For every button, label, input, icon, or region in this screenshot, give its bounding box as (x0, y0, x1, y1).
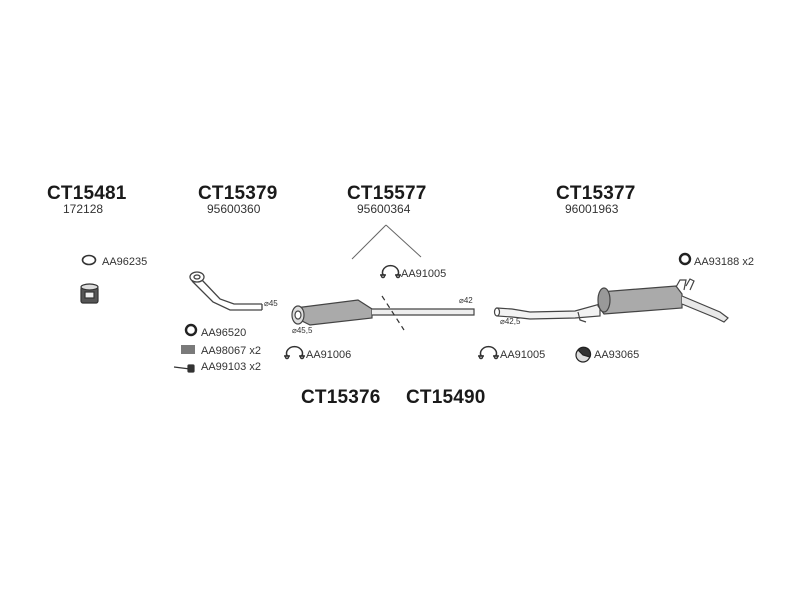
ring-icon-aa93188 (678, 252, 692, 266)
dim-d42-5: ⌀42,5 (500, 317, 521, 326)
label-aa98067: AA98067 x2 (201, 345, 261, 357)
label-aa93188: AA93188 x2 (694, 256, 754, 268)
label-aa96235: AA96235 (102, 256, 148, 268)
label-aa99103: AA99103 x2 (201, 361, 261, 373)
bolt-icon-aa99103 (173, 364, 195, 373)
rubber-bush-icon (80, 283, 99, 304)
bottom-code-ct15490: CT15490 (406, 387, 486, 408)
group-code-ct15481: CT15481 (47, 183, 127, 204)
group-number-95600364: 95600364 (357, 202, 411, 216)
mount-icon-aa93065 (575, 346, 592, 363)
cut-line (381, 295, 405, 331)
spring-icon-aa98067 (181, 345, 195, 354)
group-code-ct15379: CT15379 (198, 183, 278, 204)
group-number-96001963: 96001963 (565, 202, 619, 216)
group-number-95600360: 95600360 (207, 202, 261, 216)
group-code-ct15577: CT15577 (347, 183, 427, 204)
bracket-lines (351, 224, 422, 260)
label-aa91006: AA91006 (306, 349, 352, 361)
dim-d45-5: ⌀45,5 (292, 326, 313, 335)
gasket-icon-aa96235 (81, 254, 97, 266)
gasket-ring-icon-aa96520 (184, 323, 198, 337)
label-aa91005-center: AA91005 (401, 268, 447, 280)
rear-silencer-icon (493, 278, 729, 323)
bottom-code-ct15376: CT15376 (301, 387, 381, 408)
label-aa96520: AA96520 (201, 327, 247, 339)
clamp-icon-aa91005-right (478, 345, 499, 360)
label-aa91005-right: AA91005 (500, 349, 546, 361)
group-code-ct15377: CT15377 (556, 183, 636, 204)
dim-d45: ⌀45 (264, 299, 278, 308)
label-aa93065: AA93065 (594, 349, 640, 361)
clamp-icon-aa91005-center (380, 264, 401, 279)
front-pipe-icon (189, 271, 263, 311)
dim-d42: ⌀42 (459, 296, 473, 305)
group-number-172128: 172128 (63, 202, 104, 216)
middle-silencer-icon (291, 299, 475, 326)
clamp-icon-aa91006 (284, 345, 305, 360)
